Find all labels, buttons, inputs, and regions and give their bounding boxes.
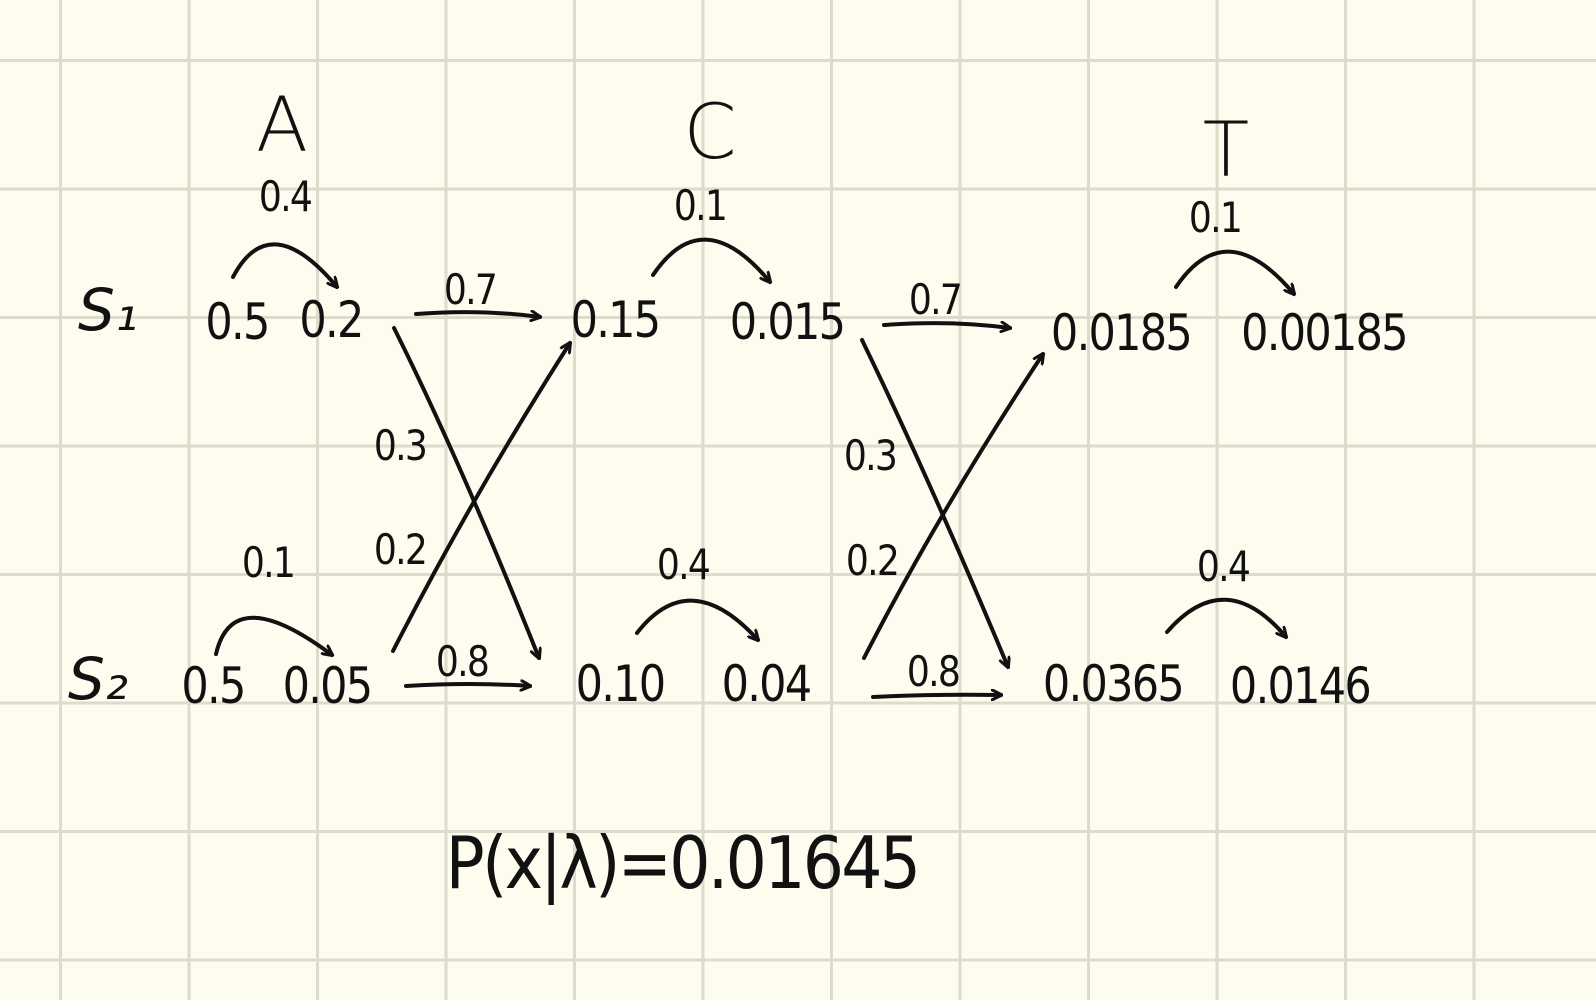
arrow-s2-s2-2 [871, 695, 1001, 697]
emission-prob-s2-a: 0.1 [241, 538, 296, 587]
emission-prob-s1-c: 0.1 [673, 181, 728, 230]
state-label-s2: S₂ [67, 645, 129, 713]
transition-label-s2-s2-1: 0.8 [435, 637, 490, 686]
s1-c-emission-arc [651, 237, 770, 282]
s2-t-emission-arc [1165, 597, 1286, 637]
arrow-s2-s2-1 [404, 684, 530, 686]
emission-prob-s1-a: 0.4 [258, 172, 313, 221]
node-s1-c-alpha: 0.15 [570, 291, 662, 349]
s2-a-emission-arc [214, 615, 332, 655]
emission-prob-s2-c: 0.4 [656, 540, 711, 589]
transition-label-s2-s2-2: 0.8 [906, 647, 961, 696]
node-s2-c-emit: 0.04 [721, 655, 813, 713]
node-s1-c-emit: 0.015 [729, 293, 846, 351]
arrow-s2-s1-2 [862, 354, 1043, 660]
node-s1-a-alpha: 0.5 [205, 293, 270, 351]
node-s2-a-alpha: 0.5 [181, 657, 246, 715]
arrow-s1-s2-1 [392, 326, 539, 658]
transition-label-s2-s1-1: 0.2 [373, 525, 428, 574]
transition-label-s1-s2-2: 0.3 [843, 431, 898, 480]
arrow-s1-s1-1 [414, 312, 540, 317]
node-s2-t-alpha: 0.0365 [1042, 655, 1185, 713]
transition-label-s2-s1-2: 0.2 [845, 536, 900, 585]
node-s2-a-emit: 0.05 [282, 657, 374, 715]
node-s1-a-emit: 0.2 [299, 291, 364, 349]
column-header-c: C [683, 87, 737, 176]
transition-label-s1-s1-1: 0.7 [443, 265, 498, 314]
arrow-s1-s2-2 [860, 338, 1008, 667]
arrow-s1-s1-2 [882, 323, 1010, 328]
s2-c-emission-arc [635, 598, 758, 640]
result-equation: P(x|λ)=0.01645 [445, 821, 921, 905]
column-header-a: A [256, 80, 308, 169]
transition-label-s1-s2-1: 0.3 [373, 421, 428, 470]
node-s1-t-alpha: 0.0185 [1050, 304, 1193, 362]
s1-t-emission-arc [1174, 249, 1294, 294]
state-label-s1: S₁ [77, 276, 139, 344]
s1-a-emission-arc [231, 242, 337, 287]
node-s2-c-alpha: 0.10 [575, 655, 667, 713]
emission-prob-s1-t: 0.1 [1188, 193, 1243, 242]
node-s1-t-emit: 0.00185 [1241, 304, 1408, 362]
emission-prob-s2-t: 0.4 [1196, 542, 1251, 591]
transition-label-s1-s1-2: 0.7 [908, 275, 963, 324]
node-s2-t-emit: 0.0146 [1229, 657, 1372, 715]
arrow-s2-s1-1 [391, 343, 570, 653]
column-header-t: T [1202, 105, 1250, 194]
